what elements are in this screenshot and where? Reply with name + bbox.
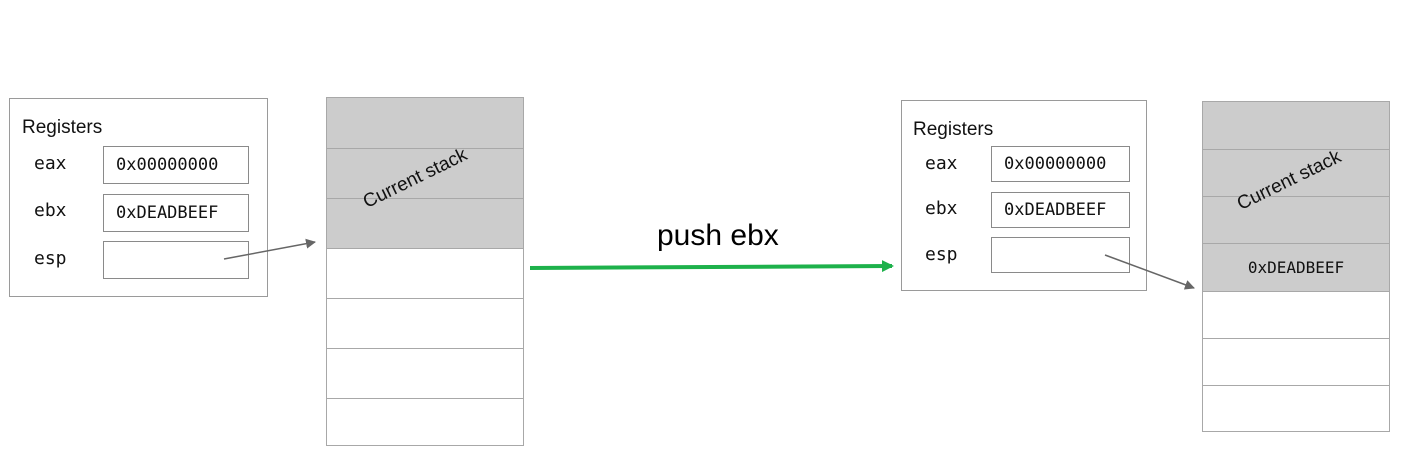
registers-panel-before: Registers eax 0x00000000 ebx esp 0xDEADB… — [9, 98, 268, 297]
stack-cell-before-3 — [327, 248, 523, 298]
register-value-ebx-after: 0xDEADBEEF — [991, 192, 1130, 228]
register-value-ebx-before: 0xDEADBEEF — [103, 194, 249, 232]
registers-title-before: Registers — [22, 117, 103, 138]
register-value-esp-before — [103, 241, 249, 279]
stack-cell-after-1 — [1203, 149, 1389, 196]
esp-pointer-arrow-after — [1104, 254, 1195, 290]
registers-title-after: Registers — [913, 119, 994, 140]
stack-cell-after-4 — [1203, 291, 1389, 338]
stack-before: Current stack — [326, 97, 524, 446]
stack-after: 0xDEADBEEF Current stack — [1202, 101, 1390, 432]
register-name-eax-after: eax — [925, 153, 958, 174]
stack-cell-after-5 — [1203, 338, 1389, 385]
register-name-eax-before: eax — [34, 153, 67, 174]
stack-cell-before-0 — [327, 98, 523, 148]
operation-label: push ebx — [657, 219, 779, 252]
stack-value-deadbeef: 0xDEADBEEF — [1247, 258, 1345, 277]
stack-cell-after-3: 0xDEADBEEF — [1203, 243, 1389, 291]
registers-panel-after: Registers eax 0x00000000 ebx 0xDEADBEEF … — [901, 100, 1147, 291]
esp-pointer-arrow-before — [223, 238, 316, 260]
stack-cell-before-2 — [327, 198, 523, 248]
stack-cell-after-0 — [1203, 102, 1389, 149]
stack-cell-after-2 — [1203, 196, 1389, 243]
push-arrow — [529, 260, 894, 273]
register-name-ebx-before: ebx — [34, 200, 67, 221]
register-name-esp-before: esp — [34, 248, 67, 269]
stack-cell-before-1 — [327, 148, 523, 198]
stack-cell-after-6 — [1203, 385, 1389, 431]
stack-cell-before-5 — [327, 348, 523, 398]
register-name-ebx-after: ebx — [925, 198, 958, 219]
register-value-eax-before: 0x00000000 — [103, 146, 249, 184]
stack-cell-before-6 — [327, 398, 523, 445]
register-value-eax-after: 0x00000000 — [991, 146, 1130, 182]
stack-cell-before-4 — [327, 298, 523, 348]
register-name-esp-after: esp — [925, 244, 958, 265]
